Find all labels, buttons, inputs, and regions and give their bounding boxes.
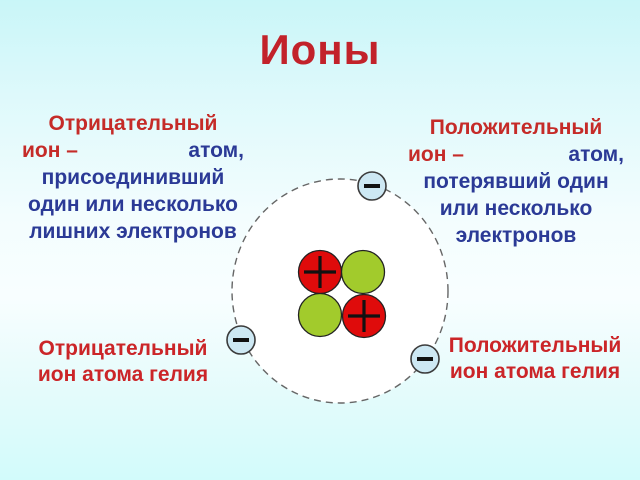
negative-helium-ion-caption: Отрицательный ион атома гелия [22,336,224,388]
positive-ion-term-row: ион – атом, [402,141,630,168]
positive-ion-def-word: атом, [568,143,624,166]
neutron-particle [297,292,343,338]
electron-particle [357,171,387,201]
caption-line: Отрицательный [38,337,208,360]
electron-particle [226,325,256,355]
negative-ion-def-line: лишних электронов [29,220,237,243]
negative-ion-def-word: атом, [188,139,244,162]
proton-particle [297,249,343,295]
neutron-particle [340,249,386,295]
negative-ion-term-row: ион – атом, [16,137,250,164]
positive-ion-term-2: ион – [408,143,464,166]
caption-line: Положительный [448,334,622,357]
positive-ion-definition: Положительный ион – атом, потерявший оди… [402,114,630,249]
electron-particle [410,344,440,374]
negative-ion-term: Отрицательный [48,112,218,135]
negative-ion-def-line: присоединивший [41,166,225,189]
negative-ion-definition: Отрицательный ион – атом, присоединивший… [16,110,250,245]
positive-helium-ion-caption: Положительный ион атома гелия [428,333,640,385]
negative-ion-term-2: ион – [22,139,78,162]
positive-ion-def-line: потерявший один [423,170,609,193]
caption-line: ион атома гелия [449,360,621,383]
slide-title: Ионы [259,26,381,73]
electron-orbit [231,178,449,404]
negative-ion-def-line: один или несколько [28,193,238,216]
positive-ion-term: Положительный [429,116,603,139]
positive-ion-def-line: электронов [455,224,577,247]
proton-particle [341,293,387,339]
caption-line: ион атома гелия [37,363,209,386]
positive-ion-def-line: или несколько [439,197,593,220]
